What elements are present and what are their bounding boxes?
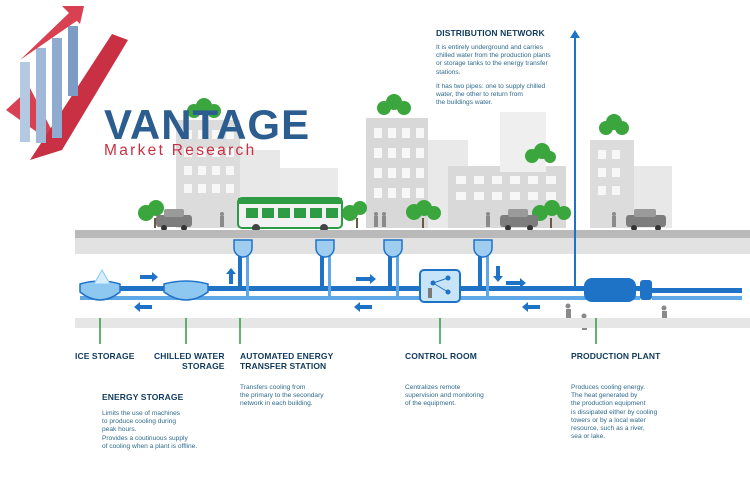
aets-label: AUTOMATED ENERGY TRANSFER STATION (240, 351, 333, 371)
brand-name: VANTAGE (104, 101, 311, 148)
energy-storage-desc-line: of cooling when a plant is offline. (102, 442, 198, 450)
plant-desc-line: towers or by a local water (571, 416, 646, 424)
underground-band (75, 238, 750, 254)
energy-storage-title: ENERGY STORAGE (102, 392, 184, 402)
control-room-label: CONTROL ROOM (405, 351, 477, 361)
distribution-desc-line: It has two pipes: one to supply chilled (436, 82, 546, 90)
energy-storage-desc-line: Provides a coutinuous supply (102, 434, 188, 442)
bus-icon (237, 197, 343, 232)
distribution-desc-line: stations. (436, 68, 461, 76)
plant-desc-line: sea or lake. (571, 433, 606, 441)
aets-desc-line: network in each building. (240, 400, 313, 408)
energy-storage-desc-line: Limits the use of machines (102, 410, 181, 417)
pipe-network (80, 30, 640, 300)
building-windows (184, 128, 620, 200)
brand-tagline: Market Research (104, 142, 257, 159)
distribution-desc-line: or storage tanks to the energy transfer (436, 60, 548, 68)
aets-label-line: AUTOMATED ENERGY (240, 351, 334, 361)
control-desc-line: Centralizes remote (405, 384, 461, 391)
energy-storage-desc-line: peak hours. (102, 426, 137, 434)
control-desc-line: of the equipment. (405, 400, 456, 408)
tree-trunks (154, 218, 552, 228)
chilled-water-storage-label: CHILLED WATER STORAGE (154, 351, 225, 371)
flow-arrow-icons (134, 266, 540, 312)
distribution-desc-line: chilled water from the production plants (436, 52, 551, 60)
distribution-desc-line: It is entirely underground and carries (436, 44, 544, 51)
distribution-network-desc: It is entirely underground and carries c… (436, 44, 551, 107)
ice-storage-label: ICE STORAGE (75, 351, 135, 361)
control-room-icon (419, 269, 461, 303)
production-plant-icon (584, 278, 742, 302)
aets-label-line: TRANSFER STATION (240, 361, 327, 371)
energy-storage-desc-line: to produce cooling during (102, 418, 177, 426)
tree-icons (138, 94, 629, 221)
transfer-station-icons (233, 239, 493, 258)
chilled-water-label-line: CHILLED WATER (154, 351, 225, 361)
chilled-water-label-line: STORAGE (182, 361, 225, 371)
chilled-water-tank-icon (163, 280, 209, 301)
aets-desc: Transfers cooling from the primary to th… (240, 384, 324, 409)
plant-desc-line: The heat generated by (571, 392, 638, 400)
vantage-logo-icon (6, 6, 128, 160)
plant-desc-line: the production equipment (571, 400, 646, 408)
leader-lines (99, 318, 597, 344)
aets-desc-line: the primary to the secondary (240, 392, 324, 400)
plant-desc-line: is dissipated either by cooling (571, 408, 658, 416)
plant-desc-line: resource, such as a river, (571, 425, 645, 433)
production-plant-label: PRODUCTION PLANT (571, 351, 661, 361)
control-desc-line: supervision and monitoring (405, 392, 484, 400)
ice-storage-tank-icon (79, 268, 121, 301)
car-icons (156, 209, 666, 231)
distribution-desc-line: water, the other to return from (436, 91, 523, 99)
street-road (75, 230, 750, 238)
lower-ground-band (75, 318, 750, 328)
distribution-network-title: DISTRIBUTION NETWORK (436, 28, 545, 38)
control-room-desc: Centralizes remote supervision and monit… (405, 384, 484, 409)
aets-desc-line: Transfers cooling from (240, 384, 306, 391)
plant-desc-line: Produces cooling energy. (571, 384, 645, 391)
production-plant-desc: Produces cooling energy. The heat genera… (571, 384, 657, 441)
energy-storage-desc: Limits the use of machines to produce co… (102, 410, 197, 451)
distribution-desc-line: the buildings water. (436, 99, 493, 107)
